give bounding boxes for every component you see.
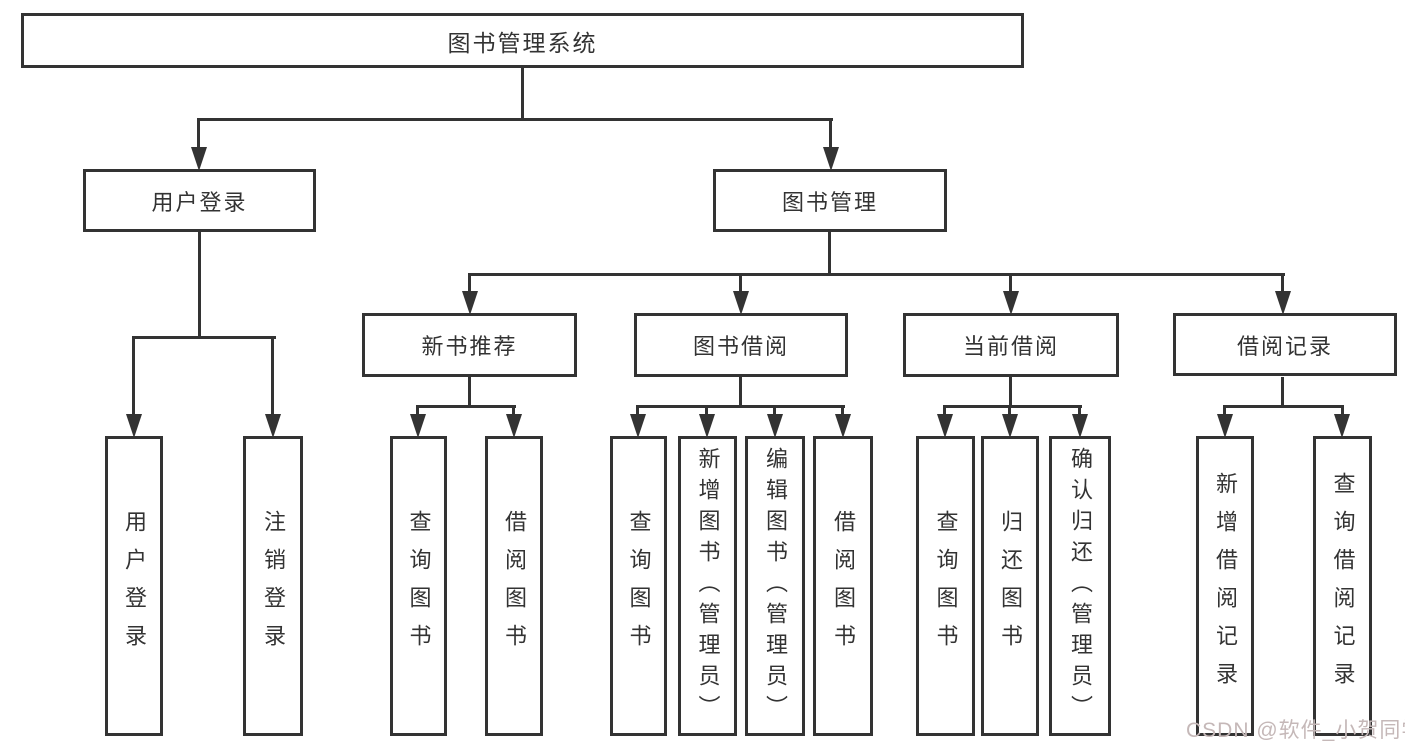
leaf-cb-query-book: 查询图书	[916, 436, 975, 736]
leaf-bb-add-book: 新增图书（管理员）	[678, 436, 737, 736]
leaf-user-login-label: 用户登录	[122, 510, 147, 662]
connector-userlogin-c2-stem	[271, 336, 274, 418]
leaf-bb-borrow-book: 借阅图书	[813, 436, 873, 736]
arrow-to-leaf-user-login	[126, 414, 142, 438]
arrow-to-br-query	[1334, 414, 1350, 438]
connector-rec-c1-stem	[416, 405, 419, 417]
node-root-label: 图书管理系统	[447, 29, 598, 56]
node-new-book-rec-label: 新书推荐	[421, 334, 518, 359]
node-book-borrow-label: 图书借阅	[692, 334, 789, 359]
leaf-bb-edit-book-label: 编辑图书（管理员）	[763, 446, 788, 726]
connector-bb-stem	[739, 377, 742, 408]
connector-root-stem	[521, 68, 524, 120]
leaf-bb-add-book-label: 新增图书（管理员）	[695, 446, 721, 726]
leaf-cb-confirm-return-label: 确认归还（管理员）	[1068, 446, 1093, 726]
leaf-cb-query-book-label: 查询图书	[933, 510, 959, 662]
connector-l1-left-stem	[197, 118, 200, 152]
connector-l1-right-stem	[829, 118, 832, 152]
node-current-borrow: 当前借阅	[903, 313, 1119, 377]
connector-bb-c1-stem	[636, 405, 639, 417]
connector-bb-c2-stem	[705, 405, 708, 417]
leaf-bb-edit-book: 编辑图书（管理员）	[745, 436, 805, 736]
leaf-user-login: 用户登录	[105, 436, 163, 736]
connector-l2-c1-stem	[468, 273, 471, 293]
connector-bb-c4-stem	[841, 405, 844, 417]
arrow-to-bb-query	[630, 414, 646, 438]
node-new-book-rec: 新书推荐	[362, 313, 577, 377]
leaf-br-query-record-label: 查询借阅记录	[1330, 472, 1356, 700]
leaf-br-add-record: 新增借阅记录	[1196, 436, 1254, 736]
leaf-rec-query-book: 查询图书	[390, 436, 447, 736]
node-root: 图书管理系统	[21, 13, 1024, 68]
leaf-cb-return-book-label: 归还图书	[998, 510, 1023, 662]
connector-userlogin-hline	[132, 336, 276, 339]
arrow-to-book-borrow	[733, 291, 749, 315]
arrow-to-bb-add	[699, 414, 715, 438]
node-book-borrow: 图书借阅	[634, 313, 848, 377]
connector-bookmgmt-stem	[828, 232, 831, 275]
csdn-watermark: CSDN @软件_小贺同学	[1186, 719, 1405, 742]
leaf-rec-borrow-book-label: 借阅图书	[502, 510, 527, 662]
arrow-to-cb-confirm	[1072, 414, 1088, 438]
connector-cb-c2-stem	[1008, 405, 1011, 417]
arrow-to-new-book-rec	[462, 291, 478, 315]
connector-cb-c1-stem	[943, 405, 946, 417]
connector-br-c2-stem	[1341, 405, 1344, 417]
leaf-bb-borrow-book-label: 借阅图书	[831, 510, 856, 662]
arrow-to-cb-query	[937, 414, 953, 438]
leaf-rec-borrow-book: 借阅图书	[485, 436, 543, 736]
arrow-to-leaf-logout	[265, 414, 281, 438]
leaf-br-query-record: 查询借阅记录	[1313, 436, 1372, 736]
connector-cb-hline	[944, 405, 1082, 408]
connector-l2-c4-stem	[1281, 273, 1284, 293]
node-borrow-records-label: 借阅记录	[1236, 333, 1333, 359]
node-book-mgmt: 图书管理	[713, 169, 947, 232]
leaf-logout: 注销登录	[243, 436, 303, 736]
arrow-to-br-add	[1217, 414, 1233, 438]
leaf-cb-return-book: 归还图书	[981, 436, 1039, 736]
connector-userlogin-c1-stem	[132, 336, 135, 418]
leaf-bb-query-book-label: 查询图书	[626, 510, 652, 662]
arrow-to-current-borrow	[1003, 291, 1019, 315]
connector-rec-hline	[417, 405, 516, 408]
leaf-bb-query-book: 查询图书	[610, 436, 667, 736]
arrow-to-bb-borrow	[835, 414, 851, 438]
arrow-to-rec-borrow	[506, 414, 522, 438]
leaf-rec-query-book-label: 查询图书	[406, 510, 432, 662]
node-user-login-label: 用户登录	[151, 189, 248, 215]
arrow-to-book-mgmt	[823, 147, 839, 171]
connector-l2-c3-stem	[1009, 273, 1012, 293]
node-book-mgmt-label: 图书管理	[781, 189, 878, 215]
connector-br-c1-stem	[1223, 405, 1226, 417]
leaf-cb-confirm-return: 确认归还（管理员）	[1049, 436, 1111, 736]
arrow-to-cb-return	[1002, 414, 1018, 438]
arrow-to-rec-query	[410, 414, 426, 438]
leaf-br-add-record-label: 新增借阅记录	[1213, 472, 1238, 700]
connector-l2-hline	[469, 273, 1285, 276]
connector-bb-hline	[637, 405, 845, 408]
connector-br-hline	[1224, 405, 1344, 408]
connector-l1-hline	[197, 118, 833, 121]
connector-br-stem	[1281, 377, 1284, 408]
connector-rec-stem	[468, 377, 471, 408]
connector-cb-stem	[1009, 377, 1012, 408]
connector-cb-c3-stem	[1078, 405, 1081, 417]
node-current-borrow-label: 当前借阅	[962, 334, 1059, 359]
arrow-to-user-login	[191, 147, 207, 171]
arrow-to-bb-edit	[767, 414, 783, 438]
connector-userlogin-stem	[198, 232, 201, 338]
connector-l2-c2-stem	[739, 273, 742, 293]
connector-bb-c3-stem	[773, 405, 776, 417]
node-user-login: 用户登录	[83, 169, 316, 232]
arrow-to-borrow-records	[1275, 291, 1291, 315]
connector-rec-c2-stem	[512, 405, 515, 417]
node-borrow-records: 借阅记录	[1173, 313, 1397, 376]
leaf-logout-label: 注销登录	[261, 510, 286, 662]
